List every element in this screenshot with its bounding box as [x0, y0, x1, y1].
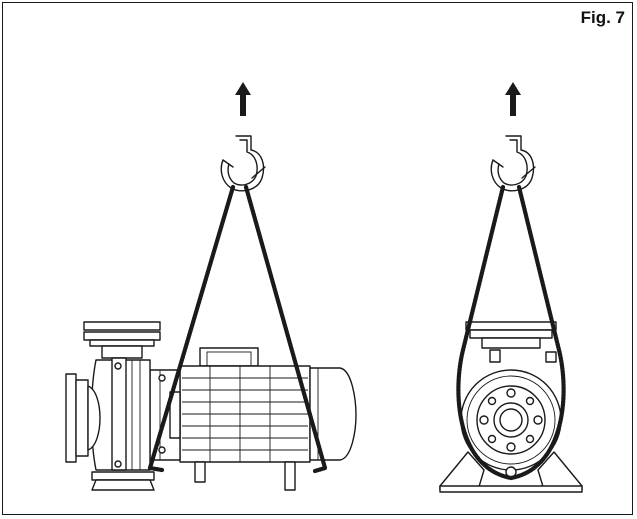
left-sling: [147, 184, 328, 474]
right-lift-arrow: [505, 82, 521, 116]
right-pump-body: [439, 321, 583, 493]
left-crane-hook: [220, 135, 266, 192]
left-lift-arrow: [235, 82, 251, 116]
left-motor: [179, 347, 357, 491]
right-sling: [456, 184, 566, 481]
figure-frame: [2, 2, 633, 515]
right-crane-hook: [490, 135, 536, 192]
left-pump-casing: [65, 321, 161, 491]
figure-label: Fig. 7: [580, 8, 625, 27]
